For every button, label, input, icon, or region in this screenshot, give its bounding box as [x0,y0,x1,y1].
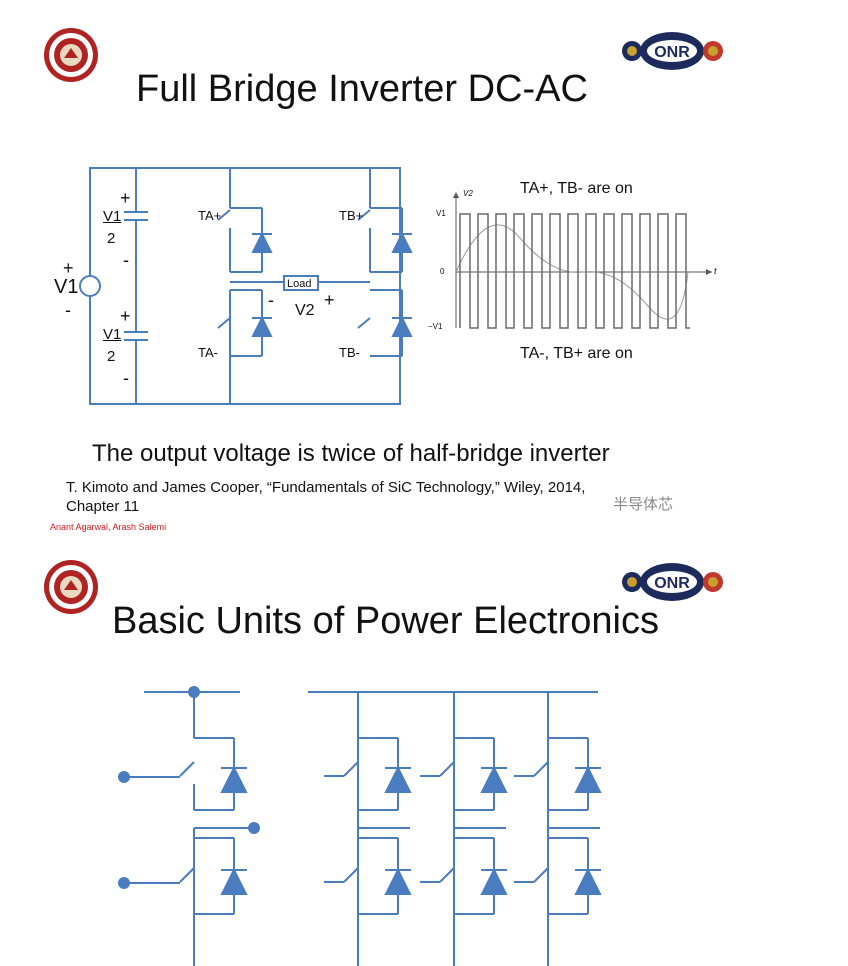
load-label: Load [287,278,312,290]
source-plus-sign: + [63,258,74,278]
output-voltage-label: V2 [295,302,315,319]
slide2-title: Basic Units of Power Electronics [112,600,659,642]
reference-citation-line2: Chapter 11 [66,498,140,515]
onr-logo-icon-slide2: ONR [622,563,723,601]
cap-bottom-minus: - [123,368,129,388]
slide1-title: Full Bridge Inverter DC-AC [136,68,588,110]
source-minus-sign: - [65,300,71,320]
cap-top-numerator: V1 [103,208,122,225]
cap-bottom-denominator: 2 [107,348,116,365]
switch-ta-minus-label: TA- [198,345,218,360]
output-plus-sign: + [324,290,335,310]
output-minus-sign: - [268,290,274,310]
osu-seal-icon-slide2 [44,560,98,614]
output-waveform-plot [453,192,712,329]
waveform-top-caption: TA+, TB- are on [520,180,633,197]
cap-top-minus: - [123,250,129,270]
cap-bottom-plus: + [120,306,131,326]
cap-top-denominator: 2 [107,230,116,247]
onr-logo-text: ONR [654,44,690,61]
waveform-bottom-caption: TA-, TB+ are on [520,345,633,362]
switch-ta-plus-label: TA+ [198,208,222,223]
waveform-level-high: V1 [436,209,446,218]
cap-bottom-numerator: V1 [103,326,122,343]
watermark-text: 半导体芯 [613,496,674,513]
switch-tb-minus-label: TB- [339,345,360,360]
waveform-axis-x-label: t [714,266,717,276]
onr-logo-icon: ONR [622,32,723,70]
switch-tb-plus-label: TB+ [339,208,364,223]
full-bridge-circuit-diagram [79,167,413,405]
onr-logo-text-slide2: ONR [654,575,690,592]
waveform-axis-y-label: V2 [463,189,473,198]
cap-top-plus: + [120,188,131,208]
waveform-level-zero: 0 [440,267,445,276]
reference-citation-line1: T. Kimoto and James Cooper, “Fundamental… [66,479,586,496]
source-label: V1 [54,276,79,298]
waveform-level-low: −V1 [428,322,443,331]
osu-seal-icon [44,28,98,82]
authors-credit: Anant Agarwal, Arash Salemi [50,522,167,532]
slide1-statement: The output voltage is twice of half-brid… [92,440,610,467]
basic-units-diagram [118,686,602,966]
